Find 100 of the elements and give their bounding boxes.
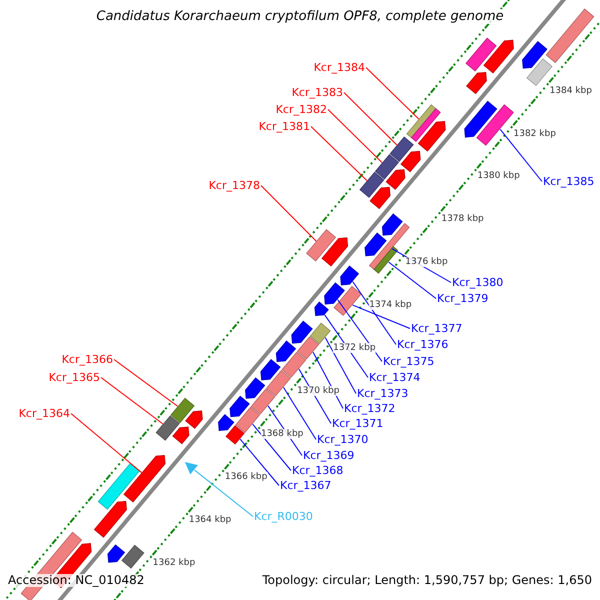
gene-block (314, 301, 329, 316)
gene-block (483, 40, 514, 74)
gene-block (98, 462, 140, 510)
scale-label: 1362 kbp (152, 558, 196, 568)
gene-label: Kcr_1375 (383, 355, 434, 368)
gene-block (466, 72, 487, 94)
gene-block (400, 150, 421, 172)
gene-label: Kcr_R0030 (254, 510, 313, 523)
gene-block (526, 58, 552, 86)
gene-label: Kcr_1383 (292, 86, 343, 99)
gene-block (123, 454, 166, 502)
leader-line (70, 413, 142, 474)
gene-label: Kcr_1366 (62, 353, 113, 366)
gene-block (386, 169, 406, 190)
gene-block (226, 425, 245, 445)
gene-label: Kcr_1370 (317, 433, 368, 446)
title: Candidatus Korarchaeum cryptofilum OPF8, complete genome (96, 9, 504, 24)
gene-block (306, 229, 336, 262)
gene-label: Kcr_1364 (18, 407, 70, 420)
footer-text: Accession: NC_010482 (6, 574, 146, 587)
gene-block (291, 320, 313, 344)
scale-label: 1380 kbp (477, 171, 520, 182)
scale-label: 1370 kbp (297, 386, 340, 396)
leader-line (324, 337, 356, 394)
gene-label: Kcr_1385 (543, 175, 594, 188)
leader-line (310, 126, 368, 182)
gene-label: Kcr_1382 (276, 103, 327, 116)
gene-block (464, 100, 498, 138)
gene-label: Kcr_1365 (48, 371, 100, 384)
scale-label: 1376 kbp (405, 257, 448, 268)
scale-label: 1364 kbp (188, 515, 232, 526)
gene-block (465, 38, 497, 72)
gene-label: Kcr_1378 (208, 179, 260, 192)
gene-block (359, 172, 384, 198)
leader-line (352, 281, 396, 345)
leader-line (328, 109, 383, 164)
gene-label: Kcr_1368 (292, 464, 344, 477)
gene-block (374, 246, 398, 274)
gene-block (266, 370, 291, 396)
triangle-marker (184, 462, 198, 474)
gene-block (245, 377, 266, 399)
gene-block (334, 286, 362, 316)
scale-label: 1382 kbp (514, 128, 556, 138)
gene-block (418, 120, 446, 152)
gene-block (321, 237, 348, 267)
gene-block (230, 396, 250, 418)
gene-label: Kcr_1377 (411, 322, 462, 335)
gene-block (370, 186, 390, 210)
gene-label: Kcr_1376 (397, 338, 448, 351)
scale-label: 1374 kbp (369, 300, 412, 310)
gene-block (172, 426, 190, 444)
leader-line (352, 304, 410, 329)
gene-block (250, 388, 276, 415)
gene-block (340, 265, 360, 286)
gene-block (390, 136, 414, 162)
gene-block (382, 213, 403, 236)
leader-line (194, 470, 254, 517)
gene-label: Kcr_1369 (303, 449, 354, 462)
leader-line (366, 67, 420, 120)
gene-block (374, 154, 400, 180)
footer-text: Topology: circular; Length: 1,590,757 bp; Genes: 1,650 (260, 574, 594, 587)
gene-block (324, 282, 345, 305)
scale-label: 1378 kbp (441, 214, 484, 224)
gene-block (170, 398, 195, 424)
gene-block (406, 104, 436, 138)
gene-block (281, 352, 306, 378)
gene-label: Kcr_1373 (357, 387, 408, 400)
scale-label: 1368 kbp (260, 429, 304, 440)
leader-line (283, 386, 316, 440)
gene-label: Kcr_1380 (452, 276, 504, 289)
gene-block (410, 108, 441, 142)
gene-block (156, 415, 180, 441)
leader-line (344, 92, 398, 146)
gene-label: Kcr_1371 (332, 417, 384, 430)
gene-block (107, 544, 126, 563)
gene-block (522, 41, 548, 69)
gene-block (121, 544, 144, 569)
gene-block (364, 232, 387, 256)
gene-block (94, 500, 127, 538)
leader-line (388, 262, 436, 299)
leader-line (240, 438, 280, 486)
gene-block (185, 410, 203, 429)
gene-block (276, 340, 296, 362)
gene-block (296, 336, 320, 360)
scale-label: 1372 kbp (333, 343, 376, 354)
gene-label: Kcr_1381 (258, 120, 310, 133)
gene-block (260, 358, 281, 380)
leader-line (500, 128, 542, 182)
gene-block (476, 104, 514, 146)
gene-block (546, 8, 594, 64)
gene-block (235, 406, 260, 434)
scale-label: 1384 kbp (550, 86, 592, 96)
leader-line (324, 314, 368, 378)
gene-label: Kcr_1372 (344, 402, 396, 415)
gene-label: Kcr_1367 (280, 479, 332, 492)
gene-label: Kcr_1379 (437, 292, 488, 305)
gene-label: Kcr_1374 (369, 371, 420, 384)
gene-block (310, 322, 331, 344)
scale-label: 1366 kbp (224, 472, 268, 482)
leader-line (252, 424, 292, 471)
